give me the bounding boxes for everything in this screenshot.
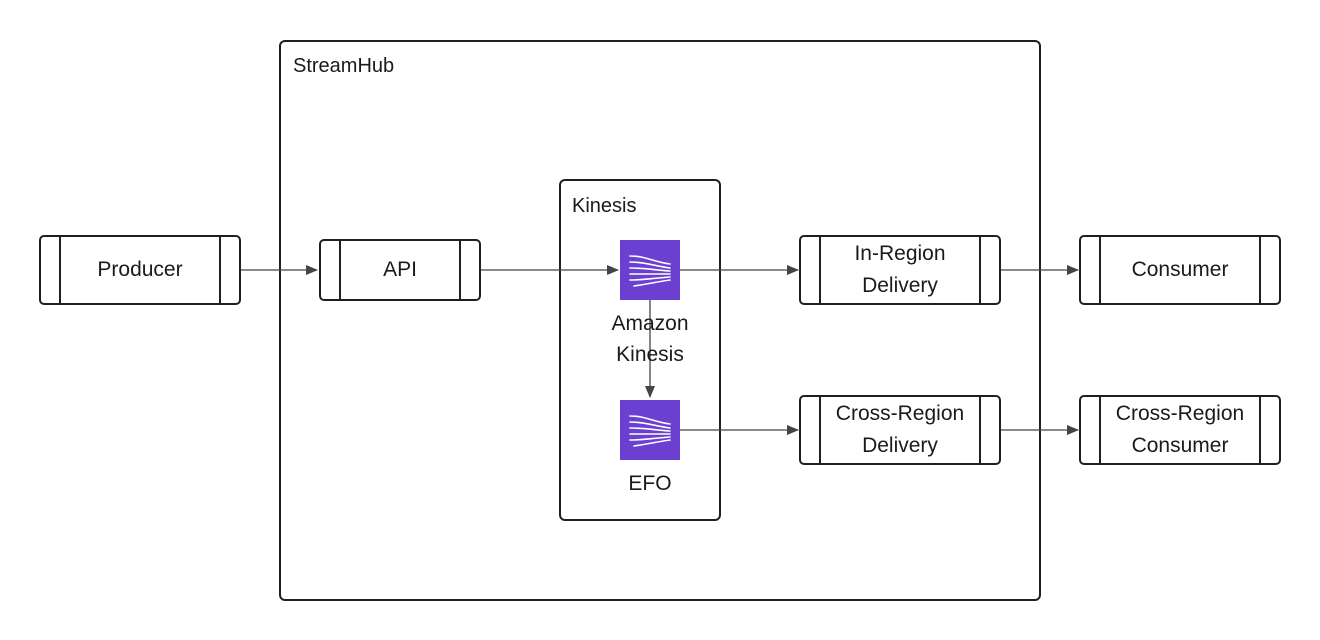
in-region-delivery-node[interactable]: In-Region Delivery <box>799 235 1001 305</box>
cross-region-delivery-node[interactable]: Cross-Region Delivery <box>799 395 1001 465</box>
amazon-kinesis-label: Amazon Kinesis <box>611 312 689 366</box>
consumer-label: Consumer <box>1131 258 1229 281</box>
kinesis-group-title: Kinesis <box>572 195 637 217</box>
in-region-delivery-label: In-Region Delivery <box>854 242 946 297</box>
producer-node[interactable]: Producer <box>39 235 241 305</box>
kinesis-group <box>559 179 721 521</box>
streamhub-group <box>279 40 1041 601</box>
cross-region-consumer-node[interactable]: Cross-Region Consumer <box>1079 395 1281 465</box>
amazon-kinesis-icon[interactable] <box>620 240 680 300</box>
consumer-node[interactable]: Consumer <box>1079 235 1281 305</box>
efo-icon[interactable] <box>620 400 680 460</box>
streamhub-group-title: StreamHub <box>293 55 395 77</box>
efo-label: EFO <box>628 472 672 495</box>
producer-label: Producer <box>97 258 183 281</box>
api-node[interactable]: API <box>319 239 481 301</box>
cross-region-consumer-label: Cross-Region Consumer <box>1115 402 1245 457</box>
api-label: API <box>383 258 417 281</box>
cross-region-delivery-label: Cross-Region Delivery <box>835 402 965 457</box>
